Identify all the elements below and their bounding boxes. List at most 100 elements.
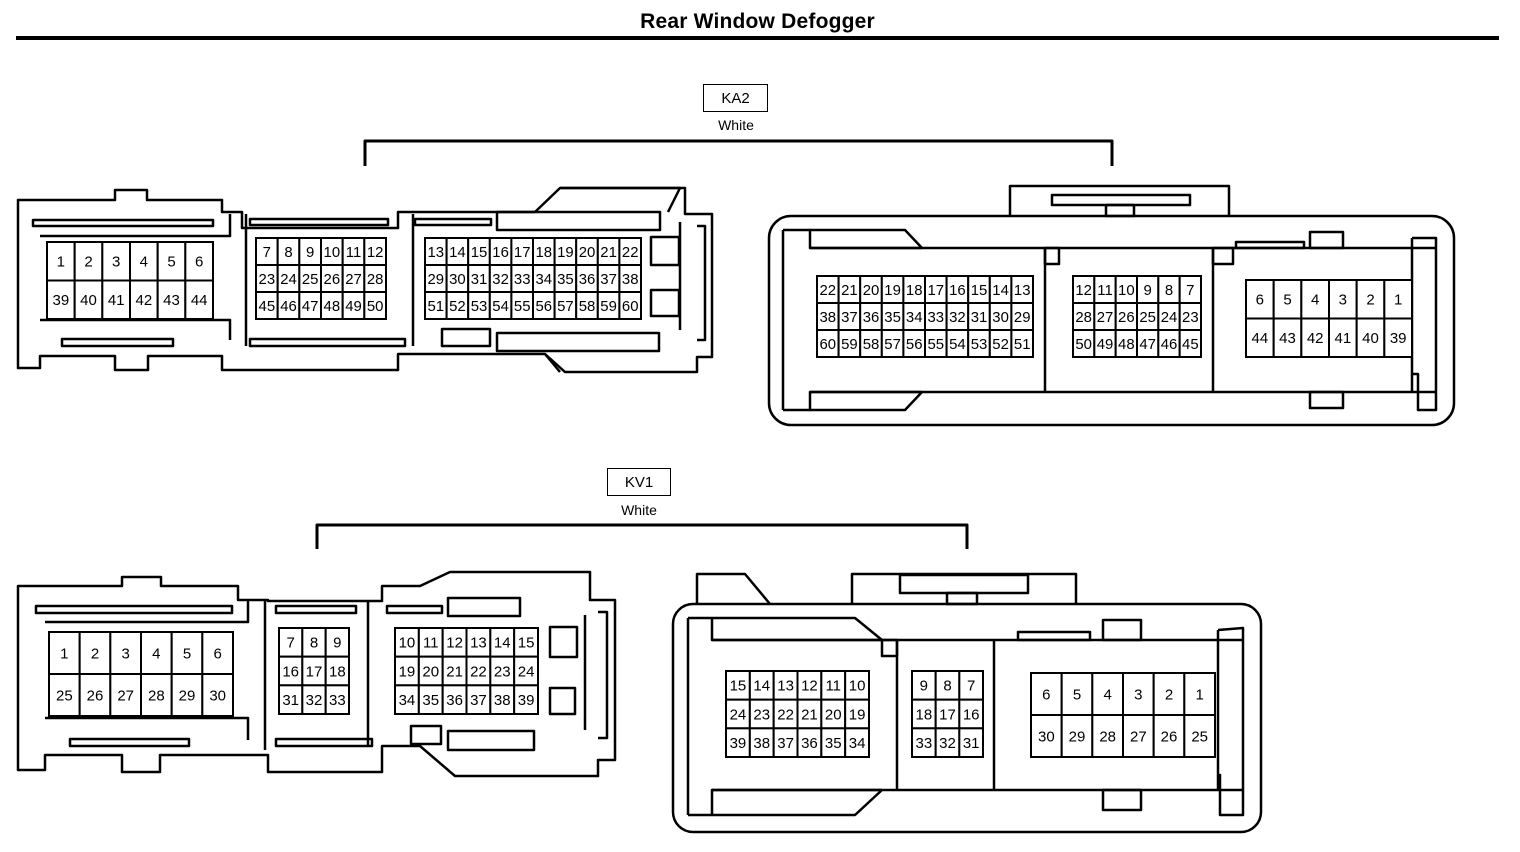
kv1-male-pin-label: 15 xyxy=(518,635,535,652)
ka2-male-pin-label: 49 xyxy=(345,299,362,315)
pin-cell xyxy=(1383,317,1414,358)
ka2-male-pin-label: 10 xyxy=(324,245,341,261)
ka2-male-pin-label: 16 xyxy=(492,245,509,261)
pin-cell xyxy=(129,241,159,282)
kv1-male-pin-label: 24 xyxy=(518,663,535,680)
ka2-female-pin-label: 25 xyxy=(1139,310,1156,326)
kv1-male-pin-label: 28 xyxy=(148,687,165,704)
ka2-male-pin-label: 33 xyxy=(514,272,531,288)
bracket-kv1 xyxy=(315,523,969,549)
ka2-female-pin-label: 35 xyxy=(884,310,901,326)
kv1-female-pin-label: 31 xyxy=(963,735,980,752)
ka2-male-pin-label: 30 xyxy=(449,272,466,288)
kv1-male-pin-label: 5 xyxy=(183,645,191,662)
kv1-female-pin-label: 15 xyxy=(730,678,747,695)
kv1-male-pin-label: 23 xyxy=(494,663,511,680)
kv1-male-pin-label: 11 xyxy=(423,635,439,652)
ka2-male-pin-label: 1 xyxy=(57,254,65,271)
ka2-female-pin-label: 59 xyxy=(841,337,858,353)
ka2-male-pin-label: 9 xyxy=(306,245,314,261)
ka2-female-pin-label: 14 xyxy=(992,283,1009,299)
pin-cell xyxy=(170,673,204,717)
kv1-female-pin-label: 16 xyxy=(963,706,980,723)
kv1-male-pin-label: 13 xyxy=(470,635,487,652)
kv1-female-pin-label: 28 xyxy=(1099,728,1116,745)
kv1-male-pin-label: 7 xyxy=(286,635,294,652)
ka2-female-pin-label: 48 xyxy=(1118,337,1135,353)
kv1-female-pin-label: 12 xyxy=(801,678,818,695)
ka2-female-pin-label: 24 xyxy=(1161,310,1178,326)
ka2-female-pin-label: 52 xyxy=(992,337,1009,353)
ka2-male-pin-label: 45 xyxy=(259,299,276,315)
kv1-male-pin-label: 27 xyxy=(117,687,134,704)
ka2-female-pin-label: 21 xyxy=(841,283,858,299)
pin-cell xyxy=(1272,317,1303,358)
ka2-male-pin-label: 46 xyxy=(280,299,297,315)
kv1-male-pin-label: 2 xyxy=(91,645,99,662)
ka2-male-pin-label: 39 xyxy=(52,292,69,309)
page-title: Rear Window Defogger xyxy=(640,10,875,33)
ka2-male-pin-label: 5 xyxy=(167,254,175,271)
pin-cell xyxy=(324,684,350,715)
kv1-female-pin-label: 20 xyxy=(825,706,842,723)
kv1-male-pin-label: 9 xyxy=(333,635,341,652)
ka2-female-pin-label: 49 xyxy=(1097,337,1114,353)
kv1-female-pin-label: 1 xyxy=(1195,686,1203,703)
kv1-female-pin-label: 37 xyxy=(777,735,794,752)
ka2-female-pin-label: 1 xyxy=(1394,292,1402,309)
ka2-female-pin-label: 50 xyxy=(1075,337,1092,353)
ka2-male-pin-label: 20 xyxy=(579,245,596,261)
ka2-male-pin-label: 35 xyxy=(557,272,574,288)
pin-cell xyxy=(201,631,234,675)
kv1-male-pin-label: 31 xyxy=(282,692,299,709)
ka2-female-pin-label: 28 xyxy=(1075,310,1092,326)
ka2-male-pin-label: 7 xyxy=(263,245,271,261)
ka2-male-pin-label: 6 xyxy=(195,254,203,271)
kv1-female-pin-label: 5 xyxy=(1073,686,1081,703)
ka2-male-pin-label: 60 xyxy=(622,299,639,315)
ka2-female-pin-label: 9 xyxy=(1144,283,1152,299)
ka2-female-pin-label: 12 xyxy=(1075,283,1092,299)
title-rule xyxy=(16,36,1499,40)
ka2-female-pin-label: 43 xyxy=(1279,330,1296,347)
ka2-female-pin-label: 5 xyxy=(1283,292,1291,309)
kv1-male-pin-label: 34 xyxy=(399,692,416,709)
kv1-male-pin-label: 30 xyxy=(209,687,226,704)
kv1-female-pin-label: 38 xyxy=(753,735,770,752)
ka2-male-pin-label: 37 xyxy=(600,272,617,288)
kv1-male-pin-label: 35 xyxy=(422,692,439,709)
ka2-female-pin-label: 22 xyxy=(820,283,837,299)
ka2-male-housing xyxy=(16,186,714,374)
kv1-male-pin-label: 21 xyxy=(446,663,463,680)
kv1-female-pin-label: 36 xyxy=(801,735,818,752)
pin-cell xyxy=(1122,714,1155,758)
pin-cell xyxy=(1245,279,1275,320)
ka2-female-pin-label: 10 xyxy=(1118,283,1135,299)
kv1-female-pin-label: 13 xyxy=(777,678,794,695)
ka2-male-pin-label: 50 xyxy=(367,299,384,315)
pin-cell xyxy=(1328,279,1358,320)
ka2-female-pin-label: 42 xyxy=(1307,330,1324,347)
kv1-male-pin-label: 8 xyxy=(310,635,318,652)
pin-cell xyxy=(1178,329,1202,358)
kv1-male-pin-label: 22 xyxy=(470,663,487,680)
kv1-male-pin-label: 6 xyxy=(213,645,221,662)
ka2-male-pin-label: 17 xyxy=(514,245,531,261)
pin-cell xyxy=(140,631,173,675)
kv1-female-pin-label: 9 xyxy=(920,678,928,695)
ka2-male-pin-label: 8 xyxy=(284,245,292,261)
pin-cell xyxy=(1030,714,1063,758)
kv1-female-housing xyxy=(671,572,1263,834)
kv1-male-pin-label: 33 xyxy=(329,692,346,709)
ka2-female-pin-label: 6 xyxy=(1256,292,1264,309)
ka2-male-pin-label: 21 xyxy=(600,245,617,261)
ka2-male-pin-label: 41 xyxy=(108,292,125,309)
ka2-male-pin-label: 44 xyxy=(191,292,208,309)
kv1-male-pin-label: 26 xyxy=(87,687,104,704)
ka2-female-pin-label: 30 xyxy=(992,310,1009,326)
connector-label-ka2: KA2 xyxy=(703,84,768,112)
ka2-male-pin-label: 12 xyxy=(367,245,384,261)
kv1-female-pin-label: 21 xyxy=(801,706,818,723)
kv1-male-pin-label: 25 xyxy=(56,687,73,704)
kv1-male-pin-label: 10 xyxy=(399,635,416,652)
